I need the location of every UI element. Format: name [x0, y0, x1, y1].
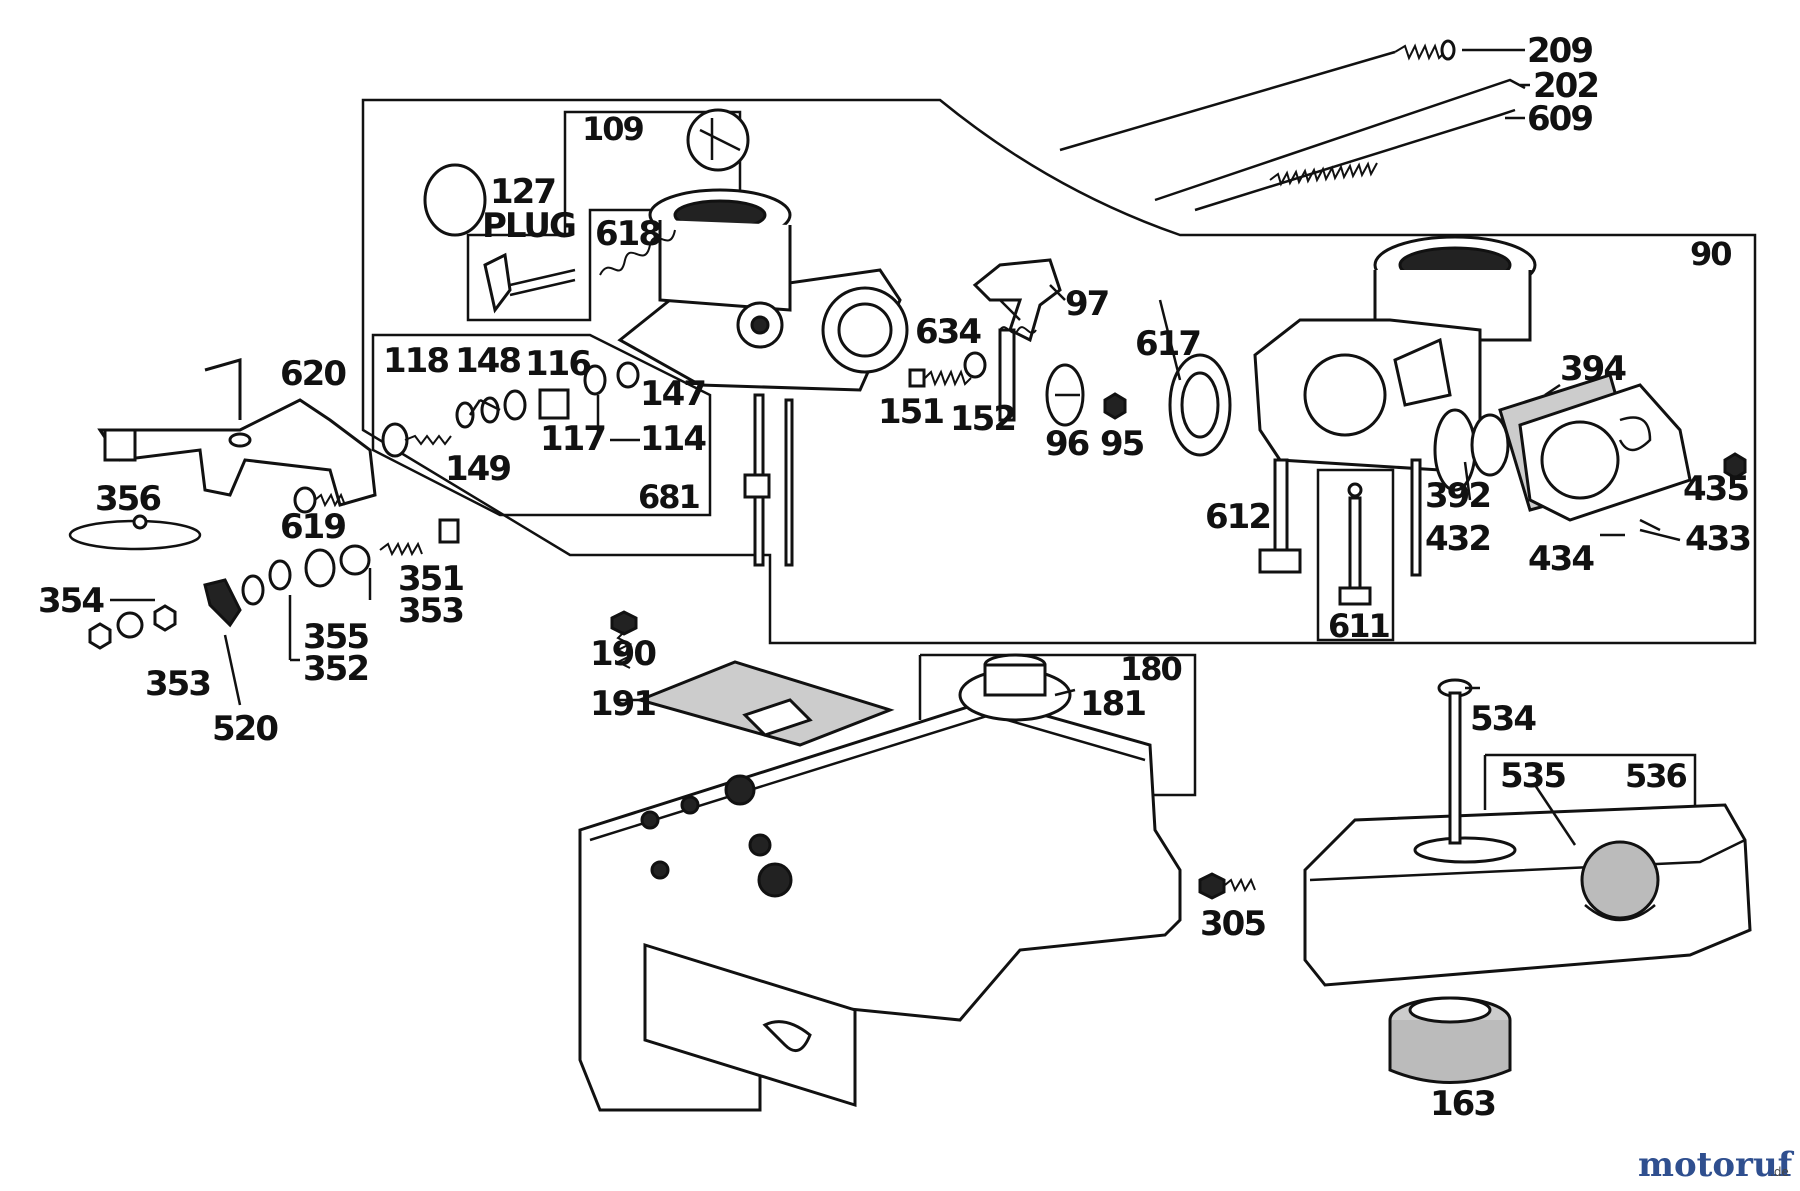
box-180-outline: [920, 653, 1197, 797]
screw-95: [1103, 392, 1127, 420]
label-90: 90: [1690, 235, 1731, 273]
carburetor-body-left: [617, 188, 909, 567]
label-617: 617: [1135, 324, 1200, 364]
label-180: 180: [1120, 650, 1182, 688]
spring-618: [599, 229, 676, 276]
spring-634: [999, 326, 1037, 334]
washer-352: [268, 559, 292, 591]
ring-432: [1470, 413, 1510, 477]
diaphragm-434: [1518, 383, 1692, 522]
label-118: 118: [383, 341, 448, 381]
svg-text:.de: .de: [1770, 1165, 1789, 1179]
bolt-305: [1198, 872, 1256, 900]
washer-353a: [339, 544, 371, 576]
needle-611: [1338, 482, 1372, 606]
label-109: 109: [582, 110, 644, 148]
screw-118: [381, 422, 452, 458]
label-355: 355: [303, 617, 368, 657]
label-394: 394: [1560, 349, 1626, 389]
washer-355: [304, 548, 336, 588]
label-117: 117: [540, 419, 605, 459]
label-95: 95: [1100, 424, 1144, 464]
spring-147: [616, 361, 640, 389]
label-435: 435: [1683, 469, 1748, 509]
label-611: 611: [1328, 607, 1390, 645]
carburetor-group-outline: [361, 98, 1757, 645]
filter-163: [1388, 996, 1512, 1084]
choke-shaft: [483, 252, 576, 314]
carburetor-body-right: [1168, 235, 1537, 577]
label-612: 612: [1205, 497, 1270, 537]
label-190: 190: [590, 634, 656, 674]
label-127: 127: [490, 172, 555, 212]
washers-148: [455, 389, 527, 429]
label-354: 354: [38, 581, 104, 621]
screw-151: [908, 368, 972, 388]
gasket-191: [635, 660, 895, 747]
label-432: 432: [1425, 519, 1490, 559]
label-619: 619: [280, 507, 345, 547]
throttle-lever-97: [972, 258, 1062, 422]
label-520: 520: [212, 709, 278, 749]
plug-ring-127: [423, 163, 487, 237]
label-163: 163: [1430, 1084, 1495, 1124]
box-681-outline: [371, 333, 712, 517]
spring-152: [963, 351, 987, 379]
label-305: 305: [1200, 904, 1265, 944]
label-392: 392: [1425, 476, 1490, 516]
label-356: 356: [95, 479, 160, 519]
screw-435: [1723, 452, 1747, 480]
label-618: 618: [595, 214, 660, 254]
label-681: 681: [638, 478, 700, 516]
label-609: 609: [1527, 99, 1592, 139]
label-634: 634: [915, 312, 981, 352]
fuel-tank-180: [578, 653, 1182, 1112]
nut-354: [88, 622, 112, 650]
label-536: 536: [1625, 757, 1687, 795]
throttle-plate-96: [1045, 363, 1085, 427]
spring-rods: [1059, 39, 1526, 212]
label-209: 209: [1527, 31, 1592, 71]
screw-619: [293, 486, 346, 514]
label-97: 97: [1065, 284, 1108, 324]
box-536-outline: [1485, 753, 1697, 820]
label-149: 149: [445, 449, 510, 489]
bracket-620: [97, 358, 377, 507]
label-191: 191: [590, 684, 655, 724]
washer-114: [583, 364, 607, 396]
label-620: 620: [280, 354, 346, 394]
label-152: 152: [950, 399, 1015, 439]
label-434: 434: [1528, 539, 1594, 579]
watermark-logo: motoruf .de: [1638, 1145, 1795, 1185]
label-534: 534: [1470, 699, 1536, 739]
label-353b: 353: [145, 664, 210, 704]
label-148: 148: [455, 341, 520, 381]
label-114: 114: [640, 419, 706, 459]
label-147: 147: [640, 374, 705, 414]
label-352: 352: [303, 649, 368, 689]
needle-valve-116: [538, 388, 570, 420]
label-433: 433: [1685, 519, 1750, 559]
air-cleaner-536: [1303, 803, 1752, 987]
bracket-520: [203, 578, 242, 628]
label-353a: 353: [398, 591, 463, 631]
part-labels: 209 202 609 90 109 127 PLUG 618 97 634 6…: [38, 31, 1752, 1124]
leader-lines: [110, 48, 1661, 846]
label-351: 351: [398, 559, 463, 599]
label-151: 151: [878, 392, 943, 432]
screw-351: [379, 518, 460, 557]
choke-plate-109: [686, 108, 750, 172]
bolt-190: [610, 610, 638, 669]
label-202: 202: [1533, 66, 1598, 106]
box-611-outline: [1316, 468, 1395, 642]
svg-text:motoruf: motoruf: [1638, 1145, 1795, 1185]
washer-353b: [116, 611, 144, 639]
label-116: 116: [525, 344, 590, 384]
label-plug: PLUG: [482, 206, 575, 246]
label-181: 181: [1080, 684, 1145, 724]
label-535: 535: [1500, 756, 1565, 796]
pin-433: [1639, 528, 1681, 542]
label-96: 96: [1045, 424, 1089, 464]
